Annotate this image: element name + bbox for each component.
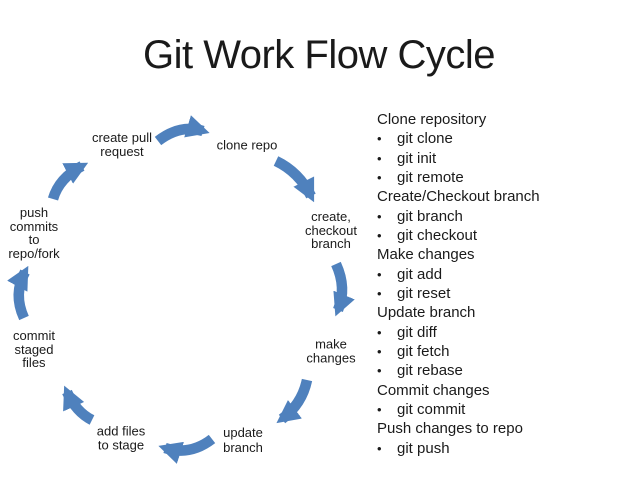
- node-label-line: create pull: [92, 130, 152, 145]
- node-label-line: request: [100, 144, 144, 159]
- node-make-changes: make changes: [306, 336, 356, 365]
- command-item: • git reset: [377, 284, 540, 303]
- bullet-icon: •: [377, 169, 382, 185]
- node-add-files-to-stage: add files to stage: [96, 423, 146, 452]
- command-item: • git rebase: [377, 361, 540, 380]
- command-item: • git branch: [377, 207, 540, 226]
- bullet-icon: •: [377, 343, 382, 359]
- node-label-line: make: [315, 336, 347, 352]
- node-label-line: add files: [96, 423, 146, 439]
- command-item-label: git remote: [397, 168, 464, 186]
- node-label-line: push: [19, 205, 49, 220]
- bullet-icon: •: [377, 266, 382, 282]
- slide-title: Git Work Flow Cycle: [142, 33, 496, 77]
- curved-arrow-icon-make-to-update: [276, 378, 313, 424]
- node-label-line: branch: [223, 440, 263, 455]
- node-label-line: branch: [311, 235, 351, 251]
- node-label-line: clone repo: [216, 137, 278, 153]
- command-item-label: git branch: [397, 207, 463, 225]
- command-section-heading: Make changes: [377, 246, 475, 264]
- command-item-label: git init: [397, 149, 437, 167]
- node-commit-staged-files: commit staged files: [13, 329, 55, 370]
- node-label-line: repo/fork: [8, 245, 60, 261]
- command-item: • git fetch: [377, 342, 540, 361]
- bullet-icon: •: [377, 324, 382, 340]
- bullet-icon: •: [377, 401, 382, 417]
- node-label-line: commits: [9, 218, 59, 234]
- curved-arrow-icon-clone-to-ccb: [273, 156, 316, 203]
- node-update-branch: update branch: [223, 425, 263, 455]
- bullet-icon: •: [377, 150, 382, 166]
- bullet-icon: •: [377, 363, 382, 379]
- command-item: • git clone: [377, 129, 540, 148]
- curved-arrow-icon-push-to-cpr: [47, 161, 89, 201]
- node-create-checkout-branch: create, checkout branch: [305, 210, 357, 251]
- command-item-label: git diff: [397, 323, 437, 341]
- command-item: • git commit: [377, 400, 540, 419]
- curved-arrow-icon-update-to-add: [158, 434, 216, 464]
- command-item-label: git clone: [397, 130, 453, 148]
- node-label-line: commit: [13, 327, 55, 343]
- command-item: • git remote: [377, 168, 540, 187]
- command-section-heading: Update branch: [377, 304, 476, 322]
- command-item-label: git push: [397, 439, 450, 457]
- bullet-icon: •: [377, 440, 382, 456]
- command-section-heading: Create/Checkout branch: [377, 188, 540, 206]
- node-label-line: create,: [311, 208, 351, 224]
- node-label-line: checkout: [304, 222, 358, 238]
- command-item-label: git commit: [397, 400, 466, 418]
- command-section-heading: Push changes to repo: [377, 420, 523, 438]
- node-label-line: to: [28, 232, 40, 247]
- command-item: • git init: [377, 149, 540, 168]
- bullet-icon: •: [377, 227, 382, 243]
- curved-arrow-icon-ccb-to-make: [331, 261, 355, 317]
- node-label-line: files: [22, 354, 46, 370]
- curved-arrow-icon-add-to-commit: [62, 385, 95, 425]
- command-item: • git diff: [377, 323, 540, 342]
- command-item-label: git fetch: [397, 342, 450, 360]
- command-section-heading: Commit changes: [377, 381, 490, 399]
- bullet-icon: •: [377, 208, 382, 224]
- command-item: • git add: [377, 265, 540, 284]
- command-item-label: git rebase: [397, 362, 463, 380]
- command-list: Clone repository • git clone • git init • g…: [377, 110, 540, 458]
- node-label-line: to stage: [97, 437, 145, 452]
- curved-arrow-icon-commit-to-push: [7, 265, 30, 321]
- command-item-label: git add: [397, 265, 443, 283]
- node-clone-repo: clone repo: [217, 138, 278, 152]
- node-create-pull-request: create pull request: [92, 131, 152, 159]
- command-item-label: git checkout: [397, 226, 478, 244]
- bullet-icon: •: [377, 131, 382, 147]
- node-label-line: changes: [306, 350, 356, 365]
- command-item-label: git reset: [397, 284, 451, 302]
- bullet-icon: •: [377, 285, 382, 301]
- node-push-commits-to-repo-fork: push commits to repo/fork: [8, 206, 59, 260]
- command-section-heading: Clone repository: [377, 111, 487, 128]
- curved-arrow-icon-cpr-to-clone: [154, 115, 210, 146]
- command-item: • git checkout: [377, 226, 540, 245]
- node-label-line: update: [223, 425, 263, 440]
- command-item: • git push: [377, 439, 540, 458]
- node-label-line: staged: [14, 341, 54, 357]
